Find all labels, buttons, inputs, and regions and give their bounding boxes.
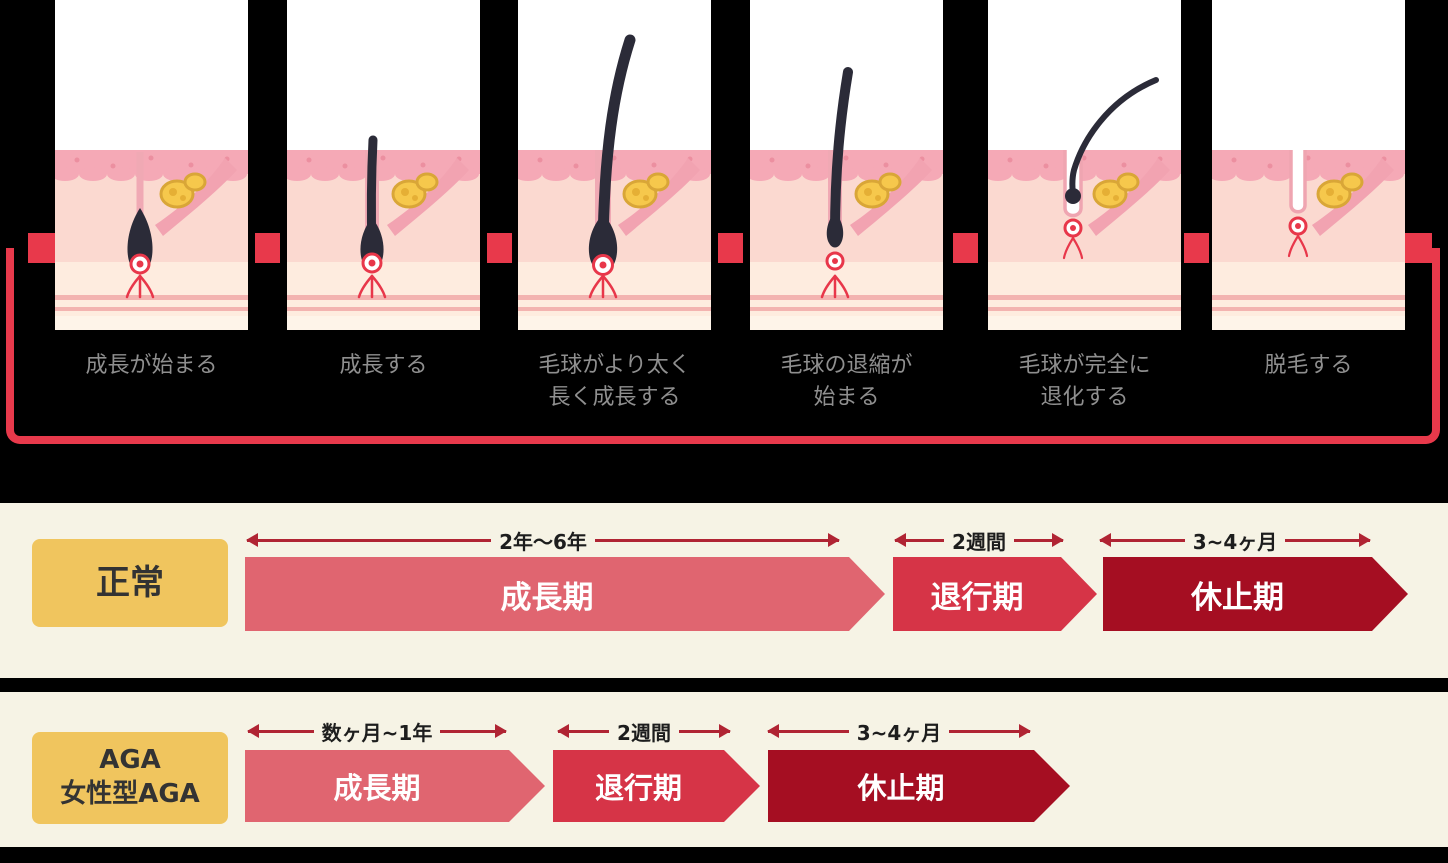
growth-phase-bar: 成長期: [245, 557, 885, 631]
duration-text: 3~4ヶ月: [856, 720, 942, 745]
row-divider: [0, 678, 1448, 692]
stage-panel-2: [287, 0, 480, 330]
cycle-connector: [1405, 233, 1432, 263]
arrow-right-icon: [594, 538, 839, 542]
telogen-phase-bar: 休止期: [768, 750, 1070, 822]
follicle-regression-start-illustration: [750, 0, 943, 330]
stage-panel-5: [988, 0, 1181, 330]
duration-text: 2週間: [952, 529, 1006, 554]
bottom-border: [0, 847, 1448, 863]
cycle-connector: [487, 233, 512, 263]
stage-caption: 成長する: [339, 353, 428, 378]
stage-caption: 脱毛する: [1264, 353, 1353, 378]
arrow-right-icon: [440, 729, 506, 733]
telogen-phase-bar: 休止期: [1103, 557, 1408, 631]
cycle-connector: [953, 233, 978, 263]
stage-caption: 毛球が完全に 退化する: [1018, 353, 1151, 410]
normal-cycle-label: 正常: [32, 539, 228, 627]
stage-caption: 毛球がより太く 長く成長する: [538, 353, 691, 410]
duration-text: 数ヶ月~1年: [321, 720, 433, 745]
arrow-right-icon: [949, 729, 1030, 733]
follicle-shed-illustration: [1212, 0, 1405, 330]
arrow-left-icon: [1100, 538, 1185, 542]
stage-caption: 成長が始まる: [85, 353, 218, 378]
arrow-left-icon: [248, 729, 314, 733]
arrow-left-icon: [895, 538, 945, 542]
follicle-growth-start-illustration: [55, 0, 248, 330]
cycle-connector: [28, 233, 55, 263]
duration-text: 2週間: [617, 720, 671, 745]
regression-phase-bar: 退行期: [893, 557, 1097, 631]
regression-phase-bar: 退行期: [553, 750, 760, 822]
aga-cycle-row: AGA 女性型AGA 数ヶ月~1年 2週間 3~4ヶ月 成長期 退行期 休止期: [0, 692, 1448, 847]
duration-arrow-regression: 2週間: [895, 525, 1064, 555]
arrow-left-icon: [768, 729, 849, 733]
stage-panel-1: [55, 0, 248, 330]
duration-arrow-telogen: 3~4ヶ月: [1100, 525, 1370, 555]
stage-panel-3: [518, 0, 711, 330]
arrow-right-icon: [1013, 538, 1064, 542]
cycle-connector: [718, 233, 743, 263]
stage-caption: 毛球の退縮が 始まる: [780, 353, 913, 410]
stage-panel-4: [750, 0, 943, 330]
arrow-left-icon: [247, 538, 492, 542]
growth-phase-bar: 成長期: [245, 750, 545, 822]
hair-growth-stages-section: 成長が始まる 成長する 毛球がより太く 長く成長する 毛球の退縮が 始まる 毛球…: [6, 0, 1440, 444]
duration-arrow-growth: 2年〜6年: [247, 525, 839, 555]
arrow-left-icon: [558, 729, 610, 733]
arrow-right-icon: [678, 729, 731, 733]
stage-panel-6: [1212, 0, 1405, 330]
follicle-full-growth-illustration: [518, 0, 711, 330]
duration-arrow-telogen: 3~4ヶ月: [768, 716, 1030, 746]
duration-text: 2年〜6年: [499, 529, 587, 554]
aga-cycle-label: AGA 女性型AGA: [32, 732, 228, 824]
normal-cycle-row: 正常 2年〜6年 2週間 3~4ヶ月 成長期 退行期 休止期: [0, 503, 1448, 678]
cycle-loop-line: [6, 248, 1440, 444]
cycle-connector: [1184, 233, 1209, 263]
duration-arrow-regression: 2週間: [558, 716, 731, 746]
arrow-right-icon: [1285, 538, 1370, 542]
cycle-connector: [255, 233, 280, 263]
follicle-growing-illustration: [287, 0, 480, 330]
duration-text: 3~4ヶ月: [1192, 529, 1278, 554]
duration-arrow-growth: 数ヶ月~1年: [248, 716, 506, 746]
follicle-fully-regressed-illustration: [988, 0, 1181, 330]
